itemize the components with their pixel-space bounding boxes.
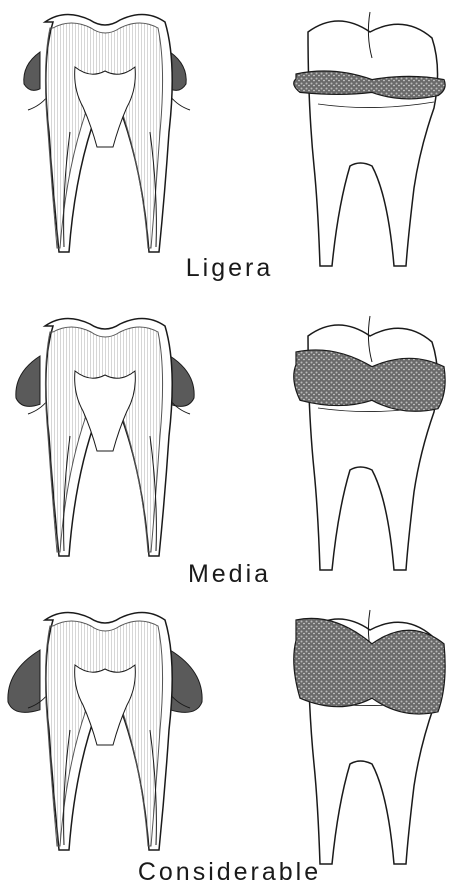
severity-label-considerable: Considerable: [0, 860, 459, 885]
cross-section-tooth: [16, 318, 194, 556]
severity-label-media: Media: [0, 562, 459, 587]
external-tooth-view: [294, 316, 445, 570]
panel-media: [16, 316, 445, 570]
calculus-deposit-right: [170, 356, 194, 406]
calculus-deposit-left: [24, 52, 40, 90]
calculus-deposit-left: [8, 650, 40, 712]
calculus-deposit-left: [16, 356, 40, 406]
cross-section-tooth: [24, 14, 190, 252]
calculus-deposit-right: [170, 650, 202, 712]
external-tooth-view: [294, 610, 445, 864]
panel-ligera: [24, 12, 445, 266]
panel-considerable: [8, 610, 445, 864]
cross-section-tooth: [8, 612, 202, 850]
severity-label-ligera: Ligera: [0, 256, 459, 281]
external-tooth-view: [294, 12, 445, 266]
